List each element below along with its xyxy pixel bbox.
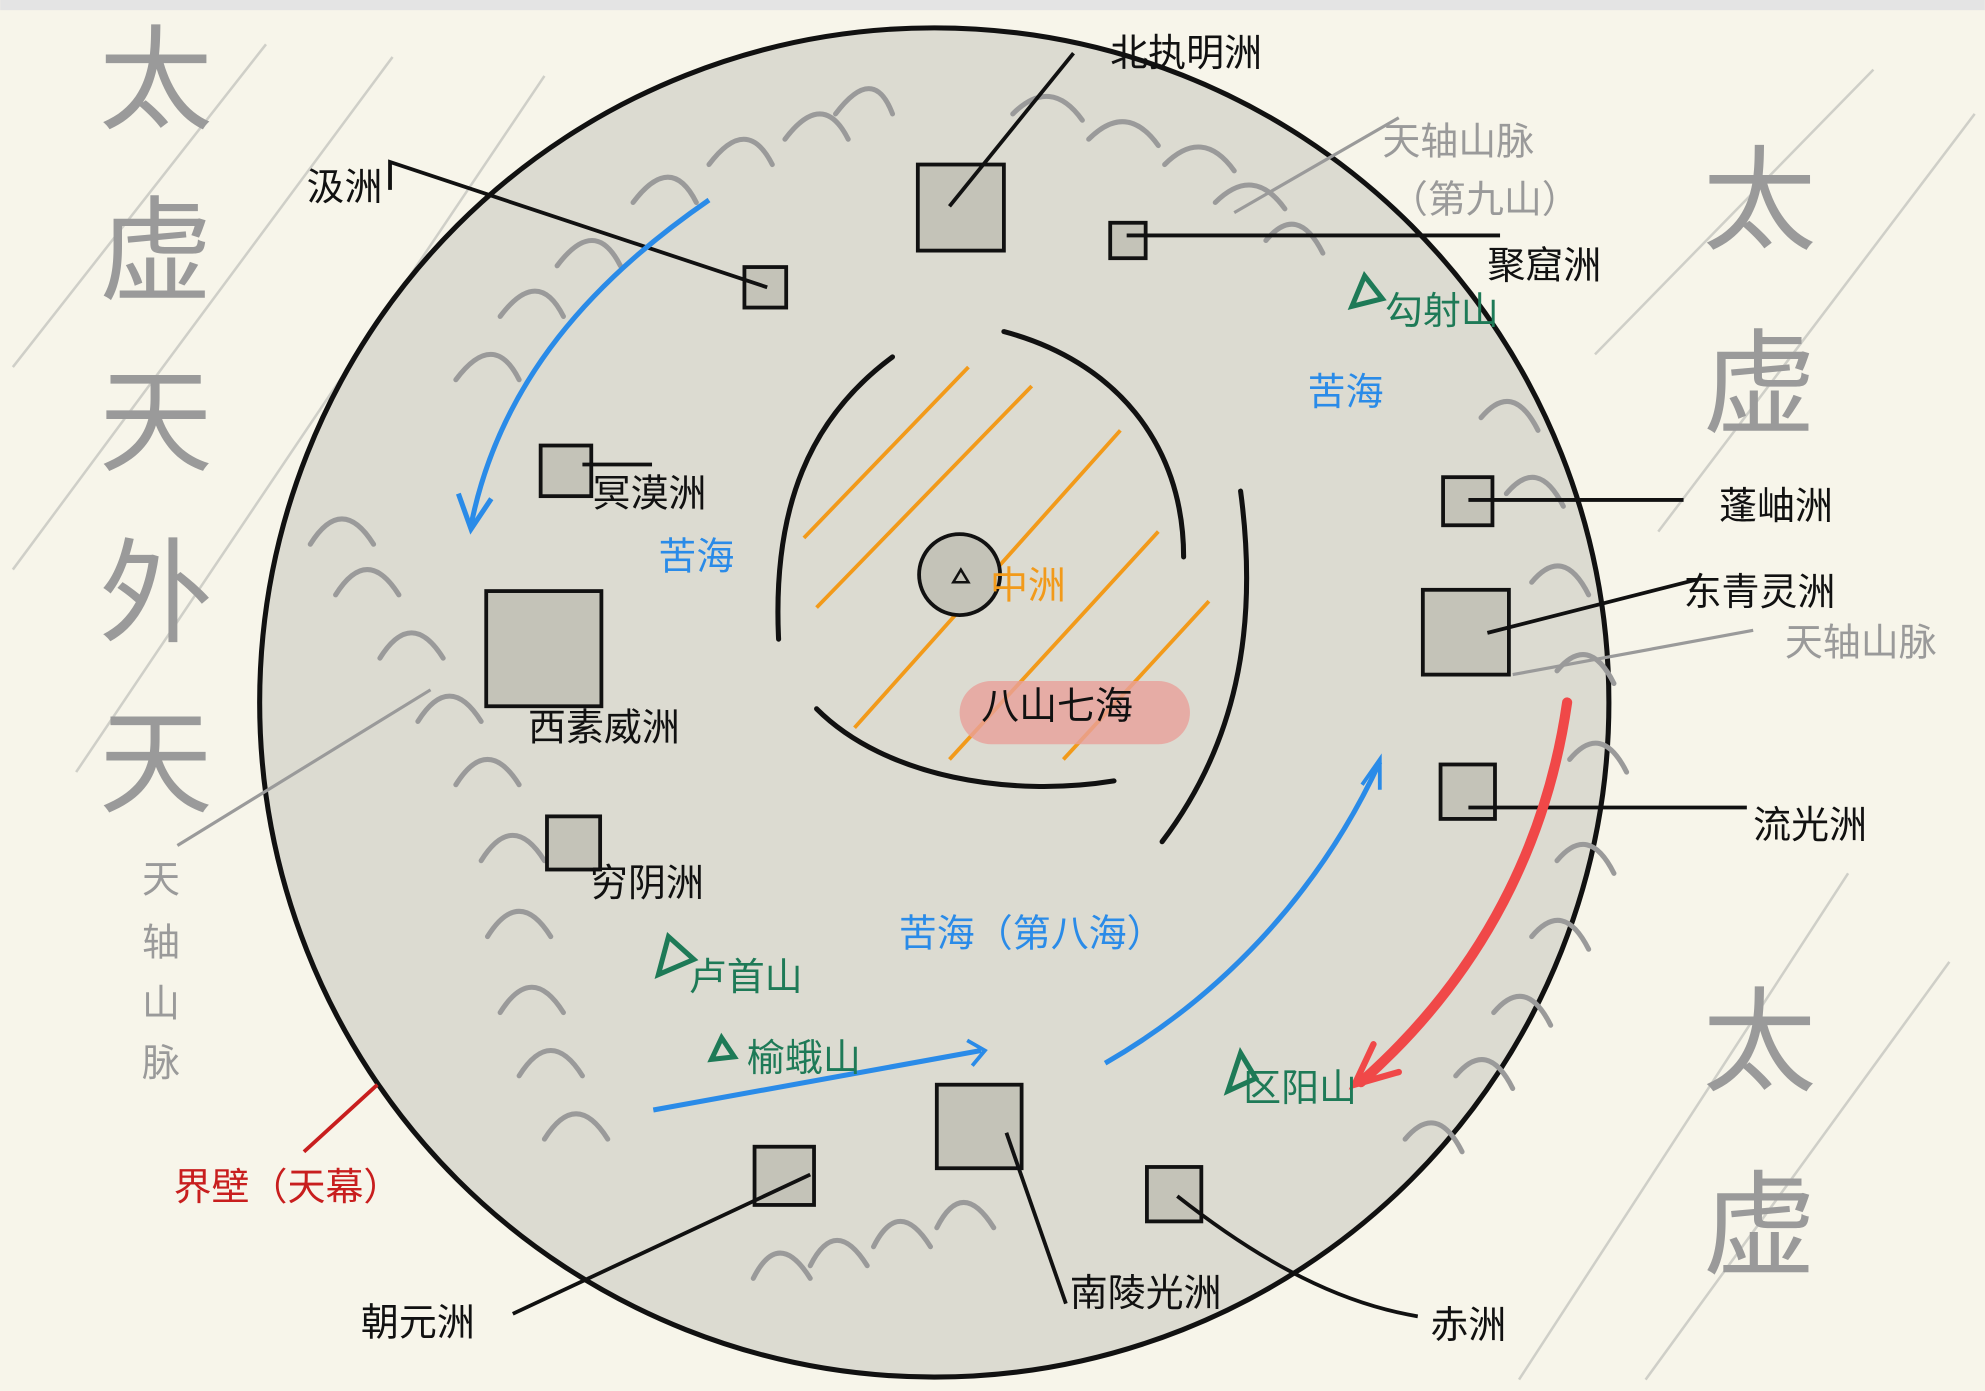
sea-current-arrows (455, 197, 1573, 1113)
svg-text:虚: 虚 (1703, 1160, 1817, 1293)
label-juku: 聚窟洲 (1487, 243, 1601, 287)
outer-void-right-bottom: 太 虚 (1703, 976, 1817, 1293)
svg-text:太: 太 (1703, 976, 1817, 1109)
label-qiongyin: 穷阴洲 (590, 861, 704, 905)
mountain-peak-icons (654, 270, 1387, 1096)
label-bashan-qihai: 八山七海 (981, 684, 1133, 728)
world-disk (257, 25, 1612, 1380)
svg-text:外: 外 (99, 527, 213, 660)
label-liuguang: 流光洲 (1753, 803, 1867, 847)
label-zhongzhou: 中洲 (990, 564, 1066, 608)
label-tianzhou-ninth-sub: （第九山） (1390, 178, 1580, 222)
bashan-qihai-badge (959, 680, 1190, 745)
label-nanlingguang: 南陵光洲 (1070, 1271, 1222, 1315)
svg-text:脉: 脉 (142, 1041, 180, 1085)
svg-text:天: 天 (99, 698, 213, 831)
label-mingmo: 冥漠洲 (593, 471, 707, 515)
label-beizhiming: 北执明洲 (1110, 31, 1262, 75)
label-kuhai-right: 苦海 (1308, 370, 1384, 414)
label-tianzhou-ninth: 天轴山脉 (1382, 119, 1534, 163)
svg-text:天: 天 (142, 857, 180, 901)
label-tianzhou-right: 天轴山脉 (1785, 621, 1937, 665)
void-hatching (11, 43, 1976, 1381)
svg-text:太: 太 (1703, 134, 1817, 267)
label-goushe: 勾射山 (1385, 289, 1499, 333)
top-border (0, 0, 1985, 11)
svg-text:天: 天 (99, 356, 213, 489)
label-penglu: 蓬岫洲 (1719, 484, 1833, 528)
label-lushou: 卢首山 (689, 955, 803, 999)
svg-text:虚: 虚 (1703, 318, 1817, 451)
tianzhou-range-left-vertical: 天 轴 山 脉 (142, 857, 180, 1085)
svg-text:虚: 虚 (99, 185, 213, 318)
label-quyang: 区阳山 (1243, 1066, 1357, 1110)
gray-leaders (176, 116, 1754, 847)
outer-void-right-top: 太 虚 (1703, 134, 1817, 451)
label-kuhai-eighth: 苦海（第八海） (899, 912, 1165, 956)
label-yu-e: 榆蛾山 (747, 1036, 861, 1080)
barrier-leader (302, 1083, 379, 1154)
central-continent-circle (917, 532, 1002, 618)
label-kuhai-left: 苦海 (658, 535, 734, 579)
label-chizhou: 赤洲 (1430, 1303, 1506, 1347)
continent-boxes (388, 51, 1747, 1319)
label-xisuwei: 西素威洲 (528, 705, 680, 749)
mountain-range-sketch (307, 86, 1630, 1281)
label-chaoyuan: 朝元洲 (361, 1300, 475, 1344)
label-dongqingling: 东青灵洲 (1684, 570, 1836, 614)
label-hanzhou: 汲洲 (306, 165, 382, 209)
svg-text:太: 太 (99, 14, 213, 147)
central-mountain-icon (951, 567, 971, 584)
label-barrier: 界壁（天幕） (174, 1165, 402, 1209)
central-eight-mountains-seven-seas (775, 329, 1250, 845)
svg-text:轴: 轴 (142, 921, 180, 965)
svg-text:山: 山 (142, 981, 180, 1025)
outer-void-left: 太 虚 天 外 天 (99, 14, 213, 830)
